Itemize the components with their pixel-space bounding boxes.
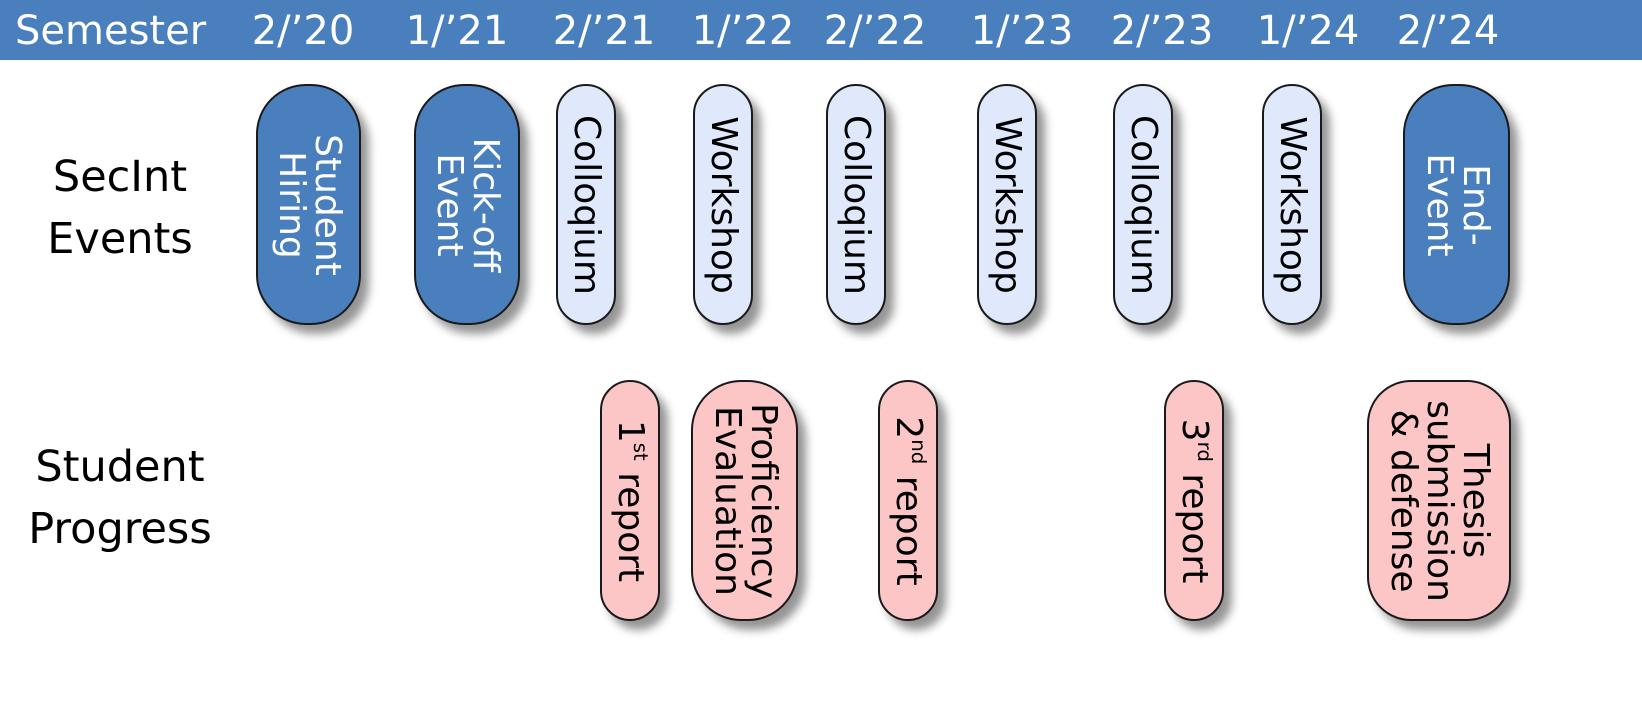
pill-text-line: Thesis [1455, 443, 1496, 558]
event-pill-workshop: Workshop [977, 84, 1037, 325]
pill-text-line: Kick-off [465, 137, 506, 272]
pill-text-sup: rd [1192, 441, 1216, 462]
pill-text-line: Student [306, 133, 348, 276]
pill-text-line: Hiring [270, 150, 312, 259]
progress-pill-proficiency-evaluation: Proficiency Evaluation [691, 380, 798, 621]
progress-pill-1st-report: 1st report [600, 380, 660, 621]
progress-pill-2nd-report: 2nd report [878, 380, 938, 621]
pill-text-line: Event [1418, 152, 1460, 257]
pill-text-num: 2 [888, 415, 929, 439]
semester-label: 2/’23 [1110, 8, 1214, 54]
pill-text-line: End- [1454, 163, 1496, 246]
pill-text-sup: nd [906, 438, 930, 464]
pill-text-line: & defense [1383, 408, 1424, 593]
semester-label: 2/’24 [1396, 8, 1500, 54]
pill-text-line: Colloqium [566, 114, 607, 295]
semester-label: 2/’20 [251, 8, 355, 54]
pill-text-num: 3 [1174, 418, 1215, 442]
pill-text-line: Event [429, 152, 470, 257]
row-label-line: Events [47, 214, 193, 264]
semester-label: 2/’21 [552, 8, 656, 54]
semester-label: 2/’22 [823, 8, 927, 54]
row-label-line: Progress [28, 504, 212, 554]
semester-header-title: Semester [15, 8, 207, 54]
event-pill-colloqium: Colloqium [826, 84, 886, 325]
progress-pill-3rd-report: 3rd report [1164, 380, 1224, 621]
row-label-student-progress: Student Progress [0, 436, 240, 560]
pill-text-line: Workshop [987, 115, 1028, 294]
pill-text-num: 1 [610, 419, 651, 443]
event-pill-colloqium: Colloqium [1113, 84, 1173, 325]
event-pill-workshop: Workshop [693, 84, 753, 325]
row-label-secint-events: SecInt Events [0, 146, 240, 270]
progress-pill-thesis-defense: Thesis submission & defense [1367, 380, 1511, 621]
pill-text-sup: st [628, 442, 652, 461]
pill-text-line: Proficiency [742, 402, 784, 599]
pill-text-line: Workshop [703, 115, 744, 294]
row-label-line: SecInt [52, 152, 188, 202]
pill-text-rest: report [610, 460, 651, 582]
pill-text-line: Evaluation [706, 405, 748, 596]
pill-text-line: Workshop [1272, 115, 1313, 294]
semester-label: 1/’21 [405, 8, 509, 54]
event-pill-workshop: Workshop [1262, 84, 1322, 325]
pill-text-line: Colloqium [836, 114, 877, 295]
event-pill-kick-off: Kick-off Event [414, 84, 520, 325]
event-pill-end-event: End- Event [1403, 84, 1510, 325]
row-label-line: Student [35, 442, 205, 492]
event-pill-colloqium: Colloqium [556, 84, 616, 325]
semester-label: 1/’24 [1256, 8, 1360, 54]
semester-label: 1/’22 [691, 8, 795, 54]
semester-label: 1/’23 [970, 8, 1074, 54]
pill-text-line: Colloqium [1123, 114, 1164, 295]
pill-text-line: submission [1419, 399, 1460, 602]
event-pill-student-hiring: Student Hiring [256, 84, 361, 325]
pill-text-rest: report [1174, 461, 1215, 583]
semester-header-bar: Semester 2/’20 1/’21 2/’21 1/’22 2/’22 1… [0, 0, 1642, 60]
pill-text-rest: report [888, 463, 929, 586]
